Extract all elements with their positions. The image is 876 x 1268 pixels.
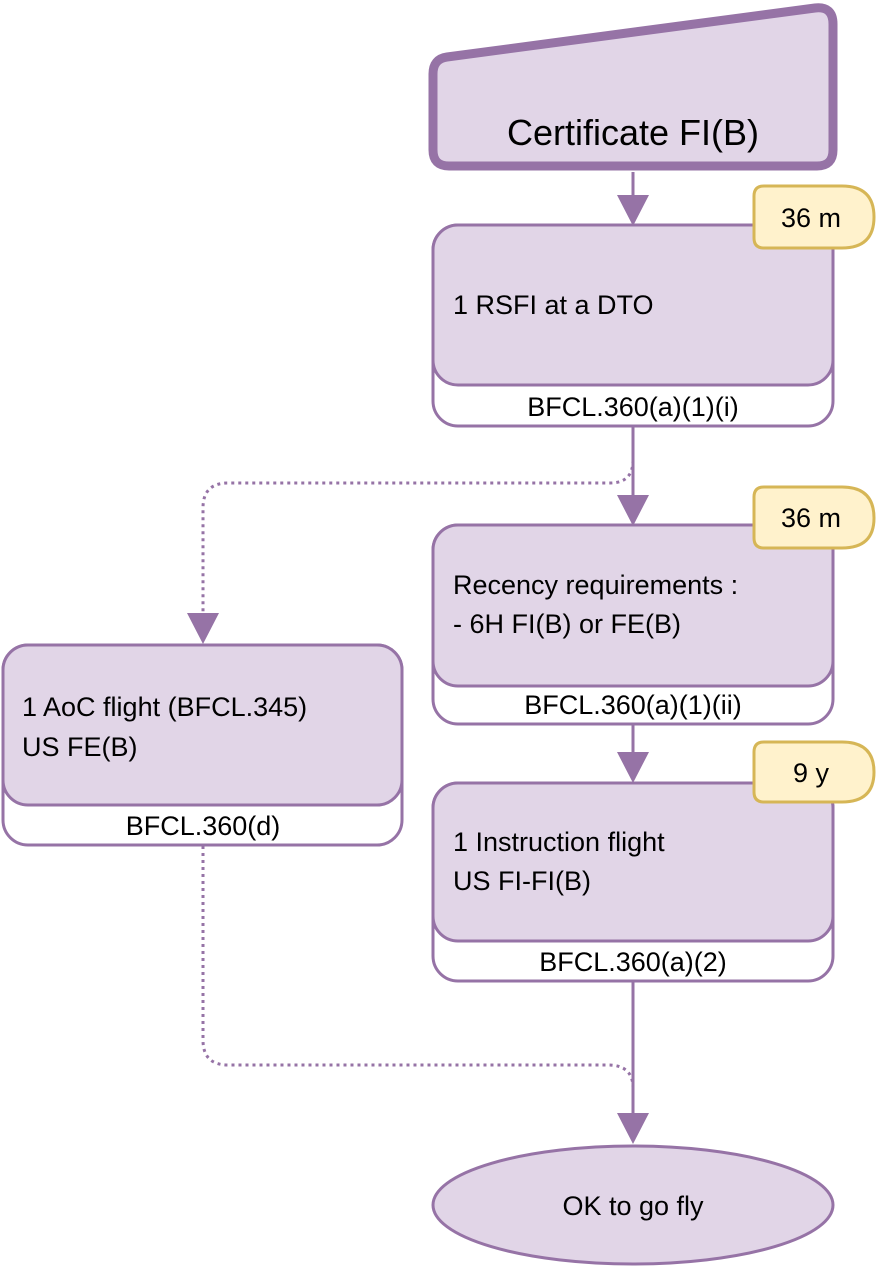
end-node-label: OK to go fly (562, 1191, 704, 1221)
arrowhead-end (617, 1113, 649, 1144)
step-recency-body (431, 523, 835, 688)
end-node: OK to go fly (431, 1144, 835, 1266)
arrowhead-recency (617, 495, 649, 526)
step-instruction-line-1: 1 Instruction flight (453, 827, 665, 857)
step-recency-line-2: - 6H FI(B) or FE(B) (453, 609, 681, 639)
step-instruction-duration-label: 9 y (793, 758, 830, 788)
arrowhead-instruction (617, 752, 649, 783)
step-rsfi-duration-label: 36 m (781, 203, 841, 233)
end-node-shape (431, 1144, 835, 1266)
step-rsfi: 1 RSFI at a DTO BFCL.360(a)(1)(i) 36 m (431, 184, 876, 428)
step-rsfi-body (431, 223, 835, 387)
start-node: Certificate FI(B) (428, 3, 838, 171)
step-instruction-body (431, 781, 835, 943)
step-instruction: 1 Instruction flight US FI-FI(B) BFCL.36… (431, 740, 876, 983)
start-node-label: Certificate FI(B) (507, 112, 759, 153)
step-aoc-line-1: 1 AoC flight (BFCL.345) (22, 692, 307, 722)
arrowhead-rsfi (617, 195, 649, 226)
step-aoc-body (1, 643, 404, 807)
step-recency-reference: BFCL.360(a)(1)(ii) (524, 690, 742, 720)
step-aoc: 1 AoC flight (BFCL.345) US FE(B) BFCL.36… (1, 643, 404, 847)
step-instruction-line-2: US FI-FI(B) (453, 866, 591, 896)
start-node-shape (428, 3, 838, 171)
step-recency: Recency requirements : - 6H FI(B) or FE(… (431, 485, 876, 726)
dotted-connector-aoc-to-end (201, 846, 635, 1089)
step-rsfi-reference: BFCL.360(a)(1)(i) (527, 392, 739, 422)
step-rsfi-duration-badge (752, 184, 876, 250)
step-recency-duration-badge (752, 485, 876, 550)
step-rsfi-line-1: 1 RSFI at a DTO (453, 290, 654, 320)
step-aoc-line-2: US FE(B) (22, 732, 138, 762)
step-aoc-reference: BFCL.360(d) (126, 811, 281, 841)
connectors (187, 172, 649, 1144)
step-recency-line-1: Recency requirements : (453, 570, 738, 600)
arrowhead-aoc (187, 613, 219, 644)
step-recency-duration-label: 36 m (781, 503, 841, 533)
step-instruction-reference: BFCL.360(a)(2) (539, 947, 727, 977)
dotted-arrow-rsfi-to-aoc (201, 459, 635, 618)
step-instruction-duration-badge (752, 740, 876, 804)
